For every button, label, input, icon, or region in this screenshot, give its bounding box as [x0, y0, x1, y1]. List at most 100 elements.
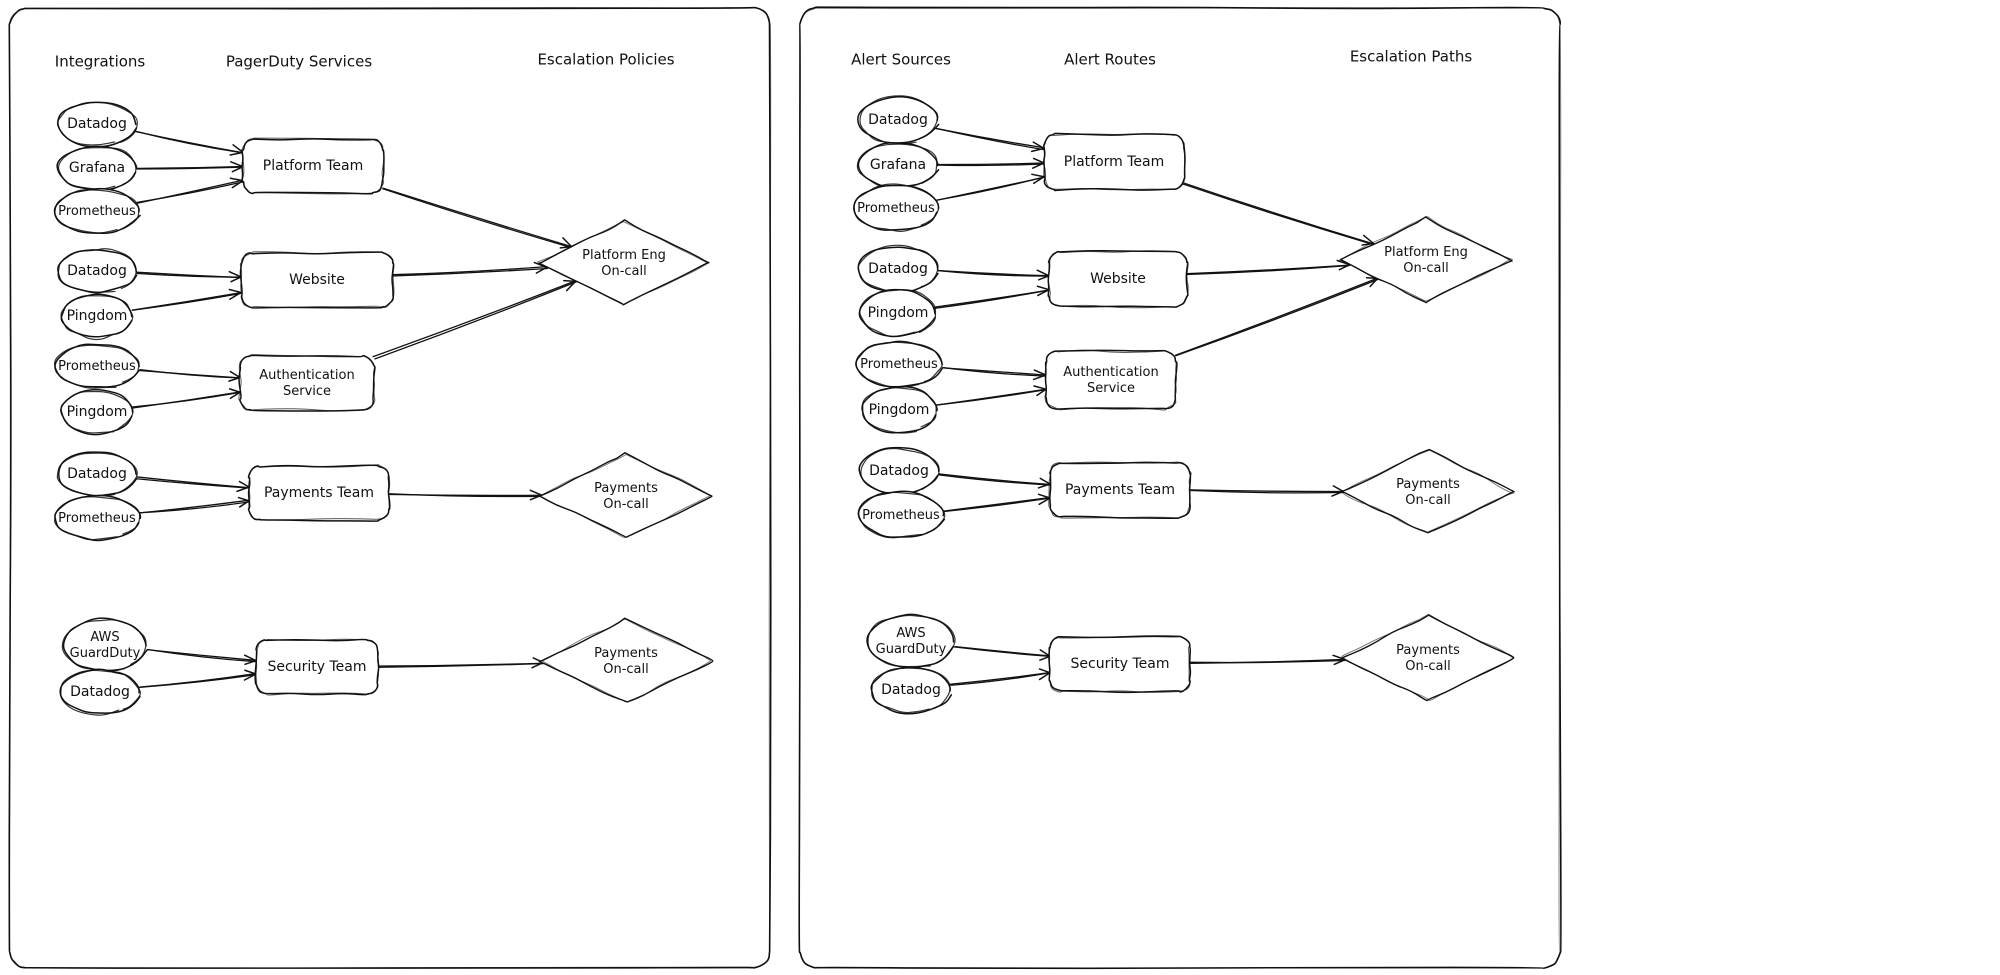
edge-grafana-to-platform-team [936, 157, 1045, 169]
service-node[interactable]: Security Team [1048, 635, 1192, 694]
edge-prometheus-to-payments-team [941, 493, 1052, 513]
node-label: Prometheus [58, 359, 136, 374]
source-node[interactable]: Datadog [57, 248, 138, 294]
edge-datadog-to-security-team [949, 668, 1051, 686]
edge-pingdom-to-authentication-service [934, 385, 1047, 406]
node-label: Datadog [868, 112, 928, 128]
node-label: Security Team [1071, 656, 1170, 672]
node-label: Datadog [70, 684, 130, 700]
source-node[interactable]: Grafana [56, 145, 138, 191]
service-node[interactable]: Website [1047, 249, 1189, 309]
source-node[interactable]: Prometheus [54, 494, 142, 542]
edge-grafana-to-platform-team [136, 161, 245, 173]
node-label: Payments Team [1065, 482, 1175, 498]
node-label: Pingdom [67, 308, 128, 324]
column-header-1: Integrations [55, 53, 146, 71]
edges [131, 130, 577, 688]
source-node[interactable]: Prometheus [54, 343, 140, 389]
edge-prometheus-to-payments-team [137, 496, 251, 514]
source-node[interactable]: Prometheus [855, 340, 943, 389]
node-label: Platform Team [1064, 154, 1165, 170]
edge-datadog-to-security-team [138, 669, 257, 688]
node-label: Pingdom [869, 402, 930, 418]
edge-prometheus-to-authentication-service [940, 366, 1048, 381]
source-node[interactable]: Grafana [856, 142, 940, 189]
source-node[interactable]: Pingdom [861, 385, 938, 434]
edge-prometheus-to-authentication-service [138, 369, 241, 382]
integrations-panel-svg: Integrations PagerDuty Services Escalation… [8, 6, 772, 970]
source-node[interactable]: Datadog [858, 446, 940, 496]
column-header-2: PagerDuty Services [226, 53, 373, 71]
node-label: Grafana [69, 160, 125, 176]
service-node[interactable]: Website [239, 251, 395, 309]
node-label: Prometheus [857, 201, 935, 216]
source-node[interactable]: Datadog [857, 244, 939, 293]
node-label: Website [1090, 271, 1146, 287]
edge-pingdom-to-website [131, 288, 243, 311]
source-node[interactable]: Datadog [56, 451, 138, 497]
node-label: Security Team [268, 659, 367, 675]
node-label: Platform Team [263, 158, 364, 174]
source-node[interactable]: Prometheus [53, 187, 141, 235]
edges [933, 127, 1379, 686]
node-label: Grafana [870, 157, 926, 173]
edge-pingdom-to-website [933, 285, 1051, 310]
edge-payments-team-to-payments-on-call [1190, 485, 1345, 497]
service-node[interactable]: Payments Team [247, 464, 391, 522]
column-header-3: Escalation Policies [537, 51, 674, 69]
edge-security-team-to-payments-on-call [376, 657, 545, 669]
node-label: Prometheus [860, 357, 938, 372]
source-node[interactable]: Datadog [857, 95, 940, 145]
source-node[interactable]: Pingdom [858, 288, 937, 338]
source-node[interactable]: Pingdom [60, 293, 134, 341]
node-label: Datadog [869, 463, 929, 479]
service-node[interactable]: Platform Team [241, 137, 385, 195]
service-node[interactable]: Security Team [254, 638, 380, 696]
edge-authentication-service-to-platform-eng-on-call [1174, 276, 1379, 357]
edge-datadog-to-platform-team [133, 130, 245, 156]
edge-datadog-to-website [936, 269, 1051, 281]
edge-prometheus-to-platform-team [935, 173, 1046, 201]
source-node[interactable]: Pingdom [60, 388, 134, 436]
node-label: Datadog [881, 682, 941, 698]
edge-website-to-platform-eng-on-call [391, 261, 549, 277]
source-node[interactable]: Datadog [59, 668, 142, 716]
edge-pingdom-to-authentication-service [132, 388, 241, 409]
node-label: Datadog [67, 263, 127, 279]
edge-prometheus-to-platform-team [136, 177, 245, 204]
service-node[interactable]: Platform Team [1043, 132, 1186, 192]
edge-aws-guardduty-to-security-team [144, 648, 258, 666]
service-node[interactable]: Payments Team [1048, 461, 1192, 520]
source-node[interactable]: Datadog [870, 666, 953, 715]
column-header-3: Escalation Paths [1350, 48, 1473, 66]
node-label: Payments Team [264, 485, 374, 501]
edge-authentication-service-to-platform-eng-on-call [372, 279, 577, 360]
source-node[interactable]: Prometheus [857, 490, 946, 539]
source-node[interactable]: Prometheus [853, 183, 940, 232]
integrations-panel: Integrations PagerDuty Services Escalation… [8, 6, 772, 970]
node-label: Datadog [67, 116, 127, 132]
source-node[interactable]: Datadog [56, 101, 138, 148]
edge-datadog-to-platform-team [934, 127, 1045, 153]
